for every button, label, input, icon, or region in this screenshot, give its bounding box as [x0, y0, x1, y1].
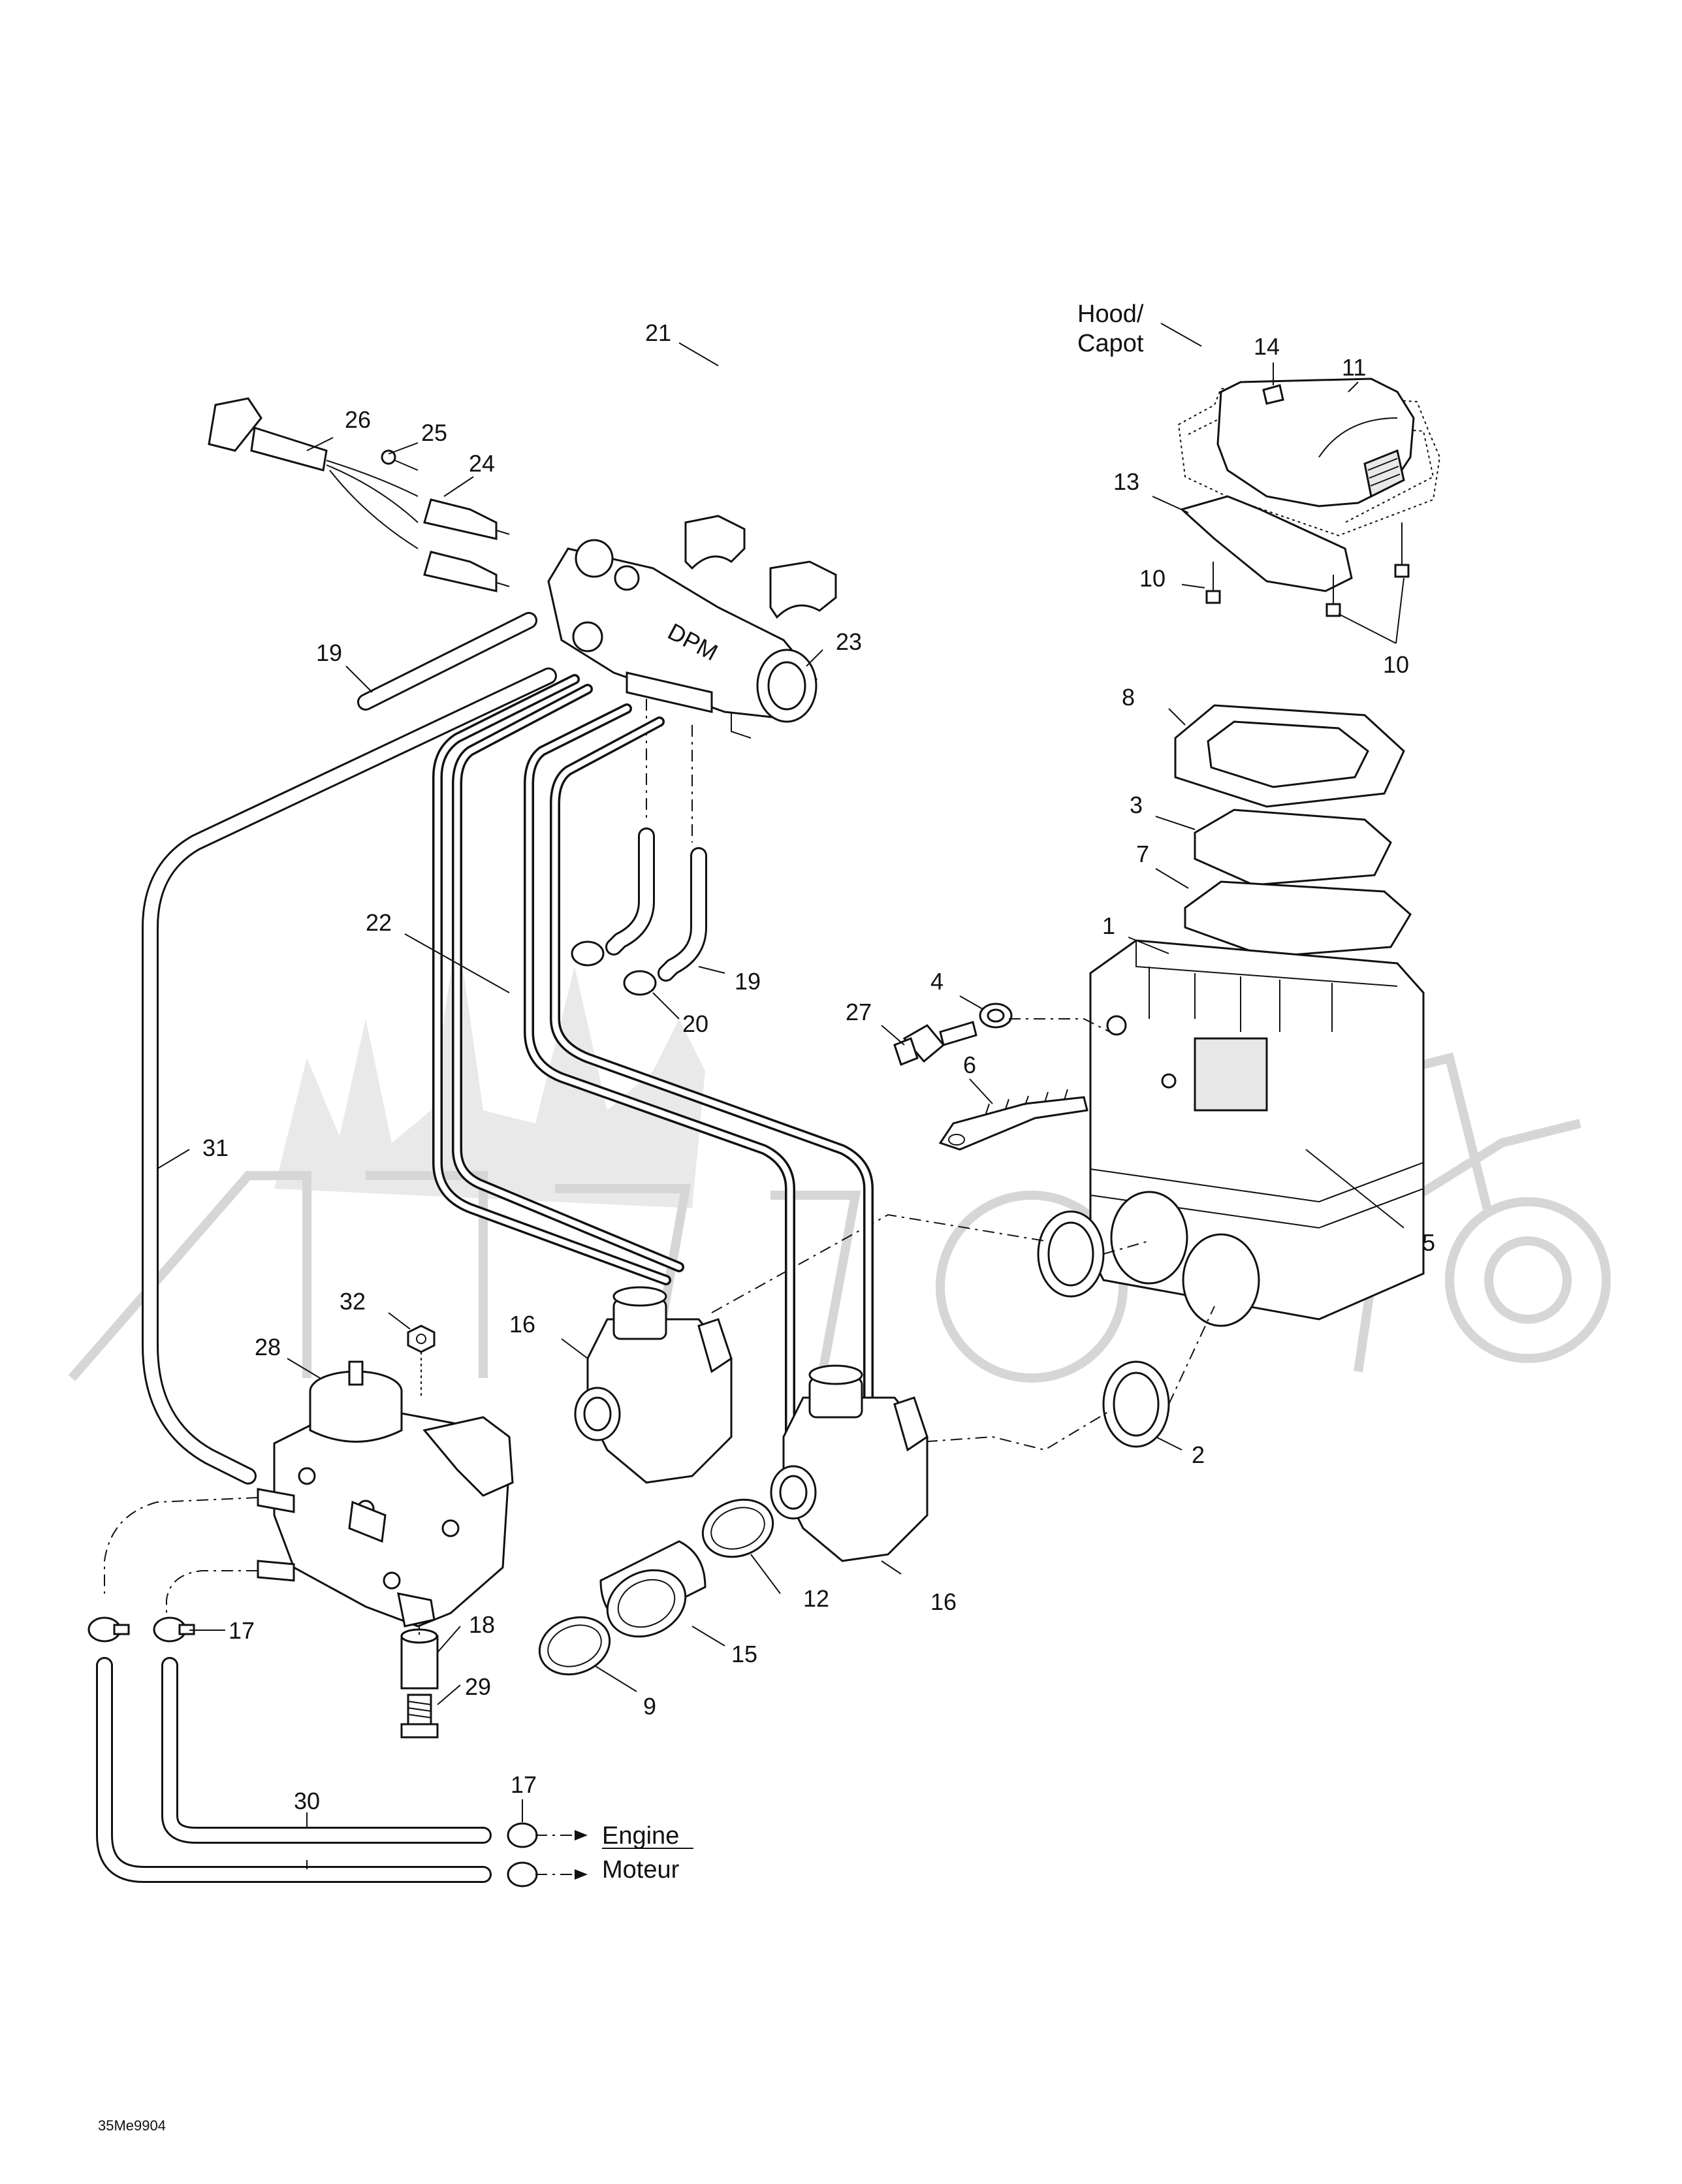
watermark-cathedral: [274, 927, 705, 1208]
engine-label-fr: Moteur: [602, 1856, 680, 1884]
callout-20: 20: [682, 1010, 708, 1037]
carburetor-16-a: [574, 1286, 733, 1484]
hood-clip-14: [1262, 384, 1284, 405]
screw-10-c: [1394, 522, 1410, 578]
fuel-pump-28: [257, 1360, 514, 1628]
callout-12: 12: [803, 1585, 829, 1612]
callout-11: 11: [1342, 354, 1366, 381]
fuel-rail-23: DPM: [547, 539, 817, 739]
clamp-9: [538, 1616, 611, 1676]
callout-30: 30: [294, 1788, 320, 1814]
hood-label-en: Hood/: [1077, 300, 1144, 328]
hood-label-fr: Capot: [1077, 330, 1144, 357]
hose-19-return: [357, 612, 537, 711]
wiring-harness-26: [208, 397, 419, 549]
hose-31: [142, 667, 557, 1485]
callout-16-b: 16: [930, 1588, 957, 1615]
drain-plug-27: [893, 1021, 977, 1066]
engine-label-en: Engine: [602, 1822, 679, 1850]
callout-23: 23: [836, 628, 862, 655]
clamp-17-d: [507, 1861, 538, 1887]
injectors-24: [423, 498, 510, 592]
silencer-label-5: [1194, 1037, 1268, 1112]
callout-22: 22: [366, 909, 392, 936]
ring-2-a: [1037, 1210, 1105, 1298]
clamp-12: [701, 1498, 774, 1558]
callout-31: 31: [202, 1134, 229, 1161]
callout-25: 25: [421, 419, 447, 446]
hood-label: Hood/ Capot: [1077, 300, 1144, 357]
air-silencer-1: [1089, 939, 1425, 1327]
callout-19-a: 19: [316, 639, 342, 666]
grommet-4: [979, 1003, 1013, 1029]
watermark: [68, 927, 1611, 1383]
screw-25: [381, 449, 419, 471]
callout-29: 29: [465, 1673, 491, 1700]
retaining-clips-21: [684, 515, 837, 619]
callout-21: 21: [645, 319, 671, 346]
callout-27: 27: [846, 999, 872, 1025]
clamp-17-b: [153, 1616, 195, 1643]
callout-16-a: 16: [509, 1311, 535, 1338]
callout-6: 6: [963, 1052, 976, 1078]
drawing-code: 35Me9904: [98, 2117, 166, 2134]
spacer-18: [400, 1626, 439, 1690]
air-filter-stack: [1174, 704, 1412, 958]
engine-label: Engine Moteur: [602, 1822, 693, 1884]
leader-lines: [156, 323, 1404, 1869]
callout-26: 26: [345, 406, 371, 433]
callout-10-a: 10: [1139, 565, 1166, 592]
silencer-inlet-a: [1110, 1191, 1188, 1285]
adapter-rings-2: [711, 1210, 1215, 1451]
hood-bracket-13: [1179, 495, 1353, 592]
callout-1: 1: [1102, 912, 1115, 939]
callouts: 1 2 3 4 5 6 7 8 9 10 10 11 12 13 14 15 1…: [202, 319, 1435, 1814]
callout-3: 3: [1130, 792, 1143, 818]
air-filter-frame-8: [1174, 704, 1405, 808]
drain-tube-4-27: [893, 1003, 1111, 1066]
clamp-20-a: [571, 940, 605, 967]
callout-13: 13: [1113, 468, 1139, 495]
callout-9: 9: [643, 1693, 656, 1720]
callout-17-b: 17: [511, 1771, 537, 1798]
callout-5: 5: [1422, 1229, 1435, 1256]
clamp-17-c: [507, 1822, 538, 1848]
silencer-inlet-b: [1182, 1233, 1260, 1327]
callout-2: 2: [1192, 1441, 1205, 1468]
vent-fittings: [571, 699, 707, 996]
callout-32: 32: [340, 1288, 366, 1315]
callout-18: 18: [469, 1611, 495, 1638]
fuel-lines-22: [432, 674, 874, 1475]
callout-4: 4: [930, 968, 944, 995]
callout-15: 15: [731, 1641, 757, 1667]
screw-10-b: [1325, 575, 1341, 617]
clip-21-a: [684, 515, 746, 570]
clamp-20-b: [623, 970, 657, 996]
callout-17-a: 17: [229, 1617, 255, 1644]
hoses-30: [96, 1657, 492, 1883]
callout-7: 7: [1136, 841, 1149, 867]
callout-10-b: 10: [1383, 651, 1409, 678]
filter-plate-7: [1184, 880, 1412, 958]
engine-arrows: [535, 1830, 588, 1880]
ring-2-b: [1102, 1360, 1170, 1448]
strap-6: [938, 1089, 1088, 1151]
clamp-17-a: [87, 1616, 130, 1643]
callout-28: 28: [255, 1334, 281, 1360]
callout-24: 24: [469, 450, 495, 477]
bolt-29: [400, 1694, 439, 1739]
hood-assembly: [1177, 377, 1441, 617]
carburetor-16-b: [770, 1364, 928, 1562]
screw-10-a: [1205, 562, 1221, 604]
harness-connector: [208, 397, 262, 452]
nut-32: [407, 1325, 436, 1398]
rubber-sleeve-15: [599, 1540, 706, 1638]
clip-21-b: [769, 560, 837, 619]
callout-19-b: 19: [735, 968, 761, 995]
callout-8: 8: [1122, 684, 1135, 711]
callout-14: 14: [1254, 333, 1280, 360]
filter-element-3: [1194, 809, 1392, 886]
